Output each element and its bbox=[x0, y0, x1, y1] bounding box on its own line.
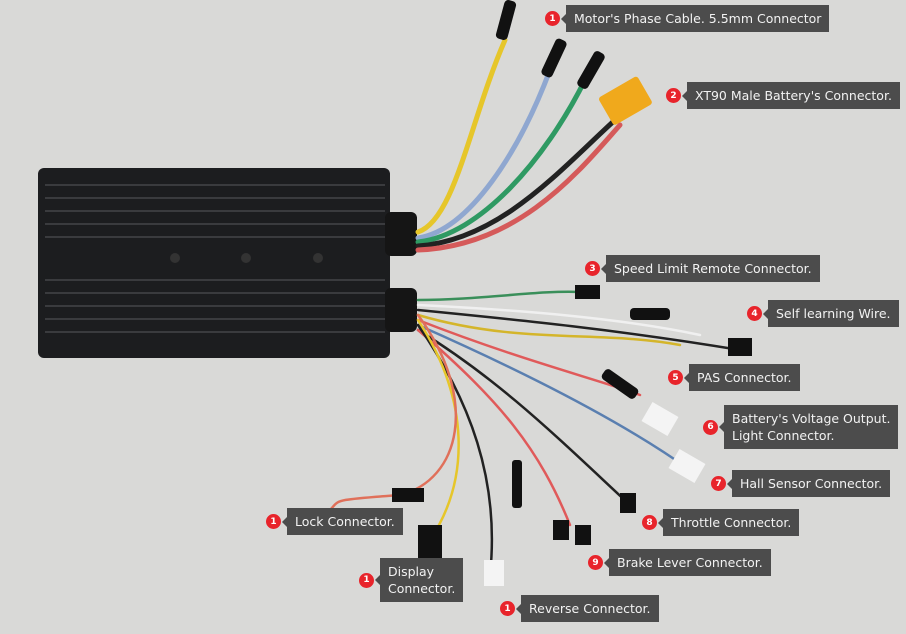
callout-number-badge: 7 bbox=[711, 476, 726, 491]
callout-line-1: Display bbox=[388, 564, 435, 579]
callout-label: Battery's Voltage Output. Light Connector… bbox=[718, 405, 899, 449]
callout-speed-limit: 3 Speed Limit Remote Connector. bbox=[585, 255, 820, 282]
callout-label: Brake Lever Connector. bbox=[604, 549, 771, 576]
callout-self-learning: 4 Self learning Wire. bbox=[747, 300, 899, 327]
callout-number-badge: 4 bbox=[747, 306, 762, 321]
callout-number-badge: 1 bbox=[545, 11, 560, 26]
callout-battery-voltage-output: 6 Battery's Voltage Output. Light Connect… bbox=[703, 405, 899, 449]
callout-lock: 1 Lock Connector. bbox=[266, 508, 403, 535]
callout-number-badge: 9 bbox=[588, 555, 603, 570]
callout-label: Motor's Phase Cable. 5.5mm Connector bbox=[560, 5, 830, 32]
callout-number-badge: 3 bbox=[585, 261, 600, 276]
callout-brake-lever: 9 Brake Lever Connector. bbox=[588, 549, 771, 576]
controller-box bbox=[38, 168, 417, 358]
callout-label: Speed Limit Remote Connector. bbox=[601, 255, 820, 282]
callout-number-badge: 6 bbox=[703, 419, 718, 435]
callout-label: Self learning Wire. bbox=[763, 300, 899, 327]
callout-xt90-connector: 2 XT90 Male Battery's Connector. bbox=[666, 82, 900, 109]
callout-pas: 5 PAS Connector. bbox=[668, 364, 800, 391]
callout-number-badge: 5 bbox=[668, 370, 683, 385]
callout-label: Reverse Connector. bbox=[516, 595, 659, 622]
callout-line-1: Battery's Voltage Output. bbox=[732, 411, 891, 426]
callout-label: Lock Connector. bbox=[282, 508, 403, 535]
callout-label: Hall Sensor Connector. bbox=[726, 470, 891, 497]
callout-label: PAS Connector. bbox=[684, 364, 800, 391]
callout-number-badge: 1 bbox=[359, 572, 374, 588]
callout-label: XT90 Male Battery's Connector. bbox=[682, 82, 900, 109]
callout-number-badge: 1 bbox=[266, 514, 281, 529]
callout-reverse: 1 Reverse Connector. bbox=[500, 595, 659, 622]
connectors bbox=[392, 0, 752, 586]
callout-label: Throttle Connector. bbox=[657, 509, 800, 536]
callout-number-badge: 1 bbox=[500, 601, 515, 616]
wires bbox=[328, 37, 742, 577]
callout-line-2: Light Connector. bbox=[732, 428, 835, 443]
callout-throttle: 8 Throttle Connector. bbox=[642, 509, 800, 536]
callout-line-2: Connector. bbox=[388, 581, 456, 596]
callout-motor-phase-cable: 1 Motor's Phase Cable. 5.5mm Connector bbox=[545, 5, 830, 32]
callout-hall-sensor: 7 Hall Sensor Connector. bbox=[711, 470, 891, 497]
callout-number-badge: 2 bbox=[666, 88, 681, 103]
callout-number-badge: 8 bbox=[642, 515, 657, 530]
